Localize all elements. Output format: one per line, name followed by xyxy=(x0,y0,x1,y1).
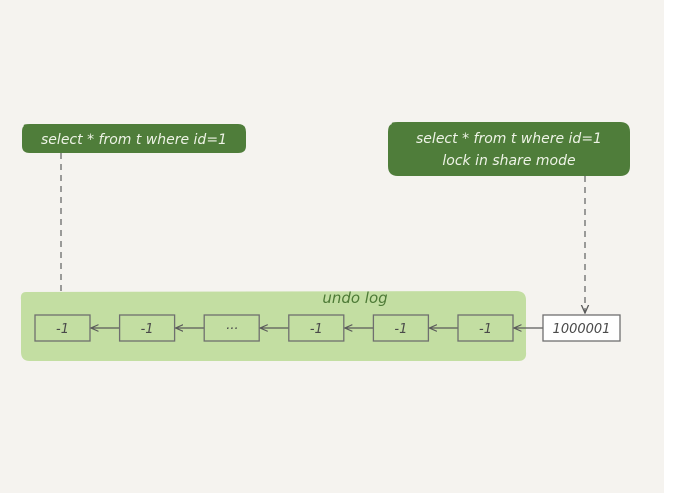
undo-version-value: ··· xyxy=(225,322,237,337)
undo-version-box xyxy=(118,314,176,342)
right-query-pill-bg xyxy=(388,122,630,176)
current-row-value: 1000001 xyxy=(553,322,611,337)
left-query-text: select * from t where id=1 xyxy=(41,132,227,148)
current-row-box xyxy=(542,314,621,342)
right-query-text-line2: lock in share mode xyxy=(442,153,575,169)
undo-version-box xyxy=(372,314,430,342)
undo-version-box xyxy=(34,314,91,342)
undo-version-value: -1 xyxy=(141,322,154,337)
undo-version-value: -1 xyxy=(479,322,492,337)
undo-version-value: -1 xyxy=(310,322,323,337)
current-row: 1000001 xyxy=(542,314,621,342)
undo-version-box xyxy=(203,314,260,342)
right-query-pill: select * from t where id=1 lock in share… xyxy=(388,122,630,176)
right-query-text-line1: select * from t where id=1 xyxy=(416,131,602,147)
undo-version-value: -1 xyxy=(394,322,407,337)
undo-log-label: undo log xyxy=(322,289,387,307)
left-query-pill: select * from t where id=1 xyxy=(22,124,246,153)
undo-version-box xyxy=(288,314,345,342)
left-query-pill-bg xyxy=(22,124,246,153)
undo-log-band xyxy=(20,291,527,361)
undo-version-box xyxy=(457,314,514,342)
undo-version-chain: -1 -1 ··· -1 -1 -1 xyxy=(34,314,543,342)
undo-version-value: -1 xyxy=(56,322,69,337)
